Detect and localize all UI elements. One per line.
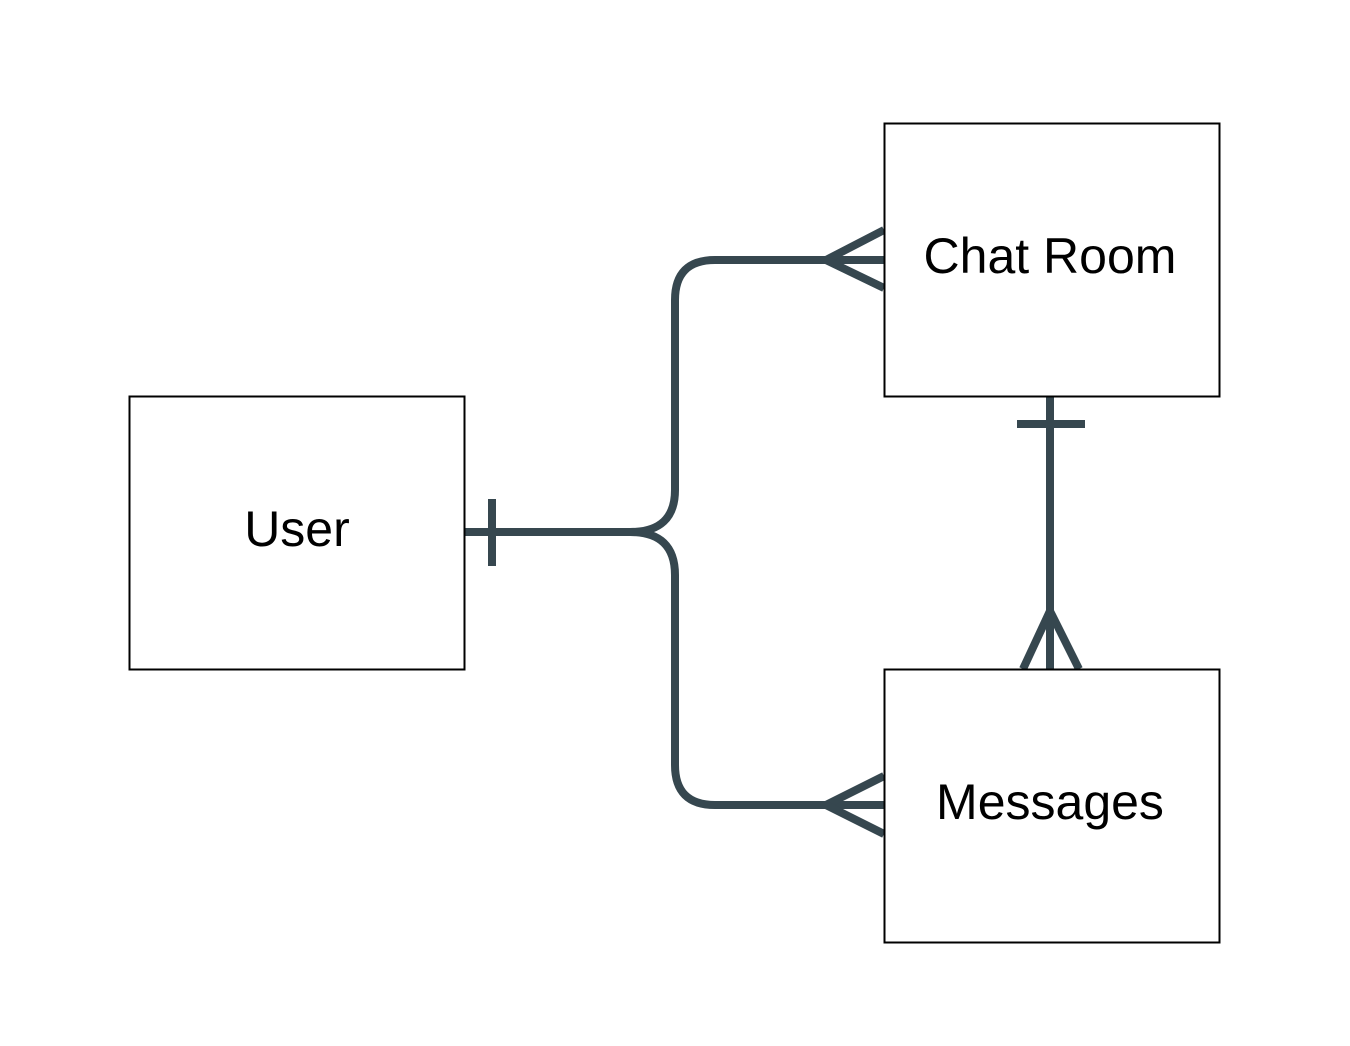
cardinality-many-chat-room-crowsfoot bbox=[824, 226, 886, 292]
connector-user-messages[interactable] bbox=[629, 528, 884, 809]
entity-chat-room[interactable]: Chat Room bbox=[883, 122, 1221, 398]
entity-user-label: User bbox=[244, 501, 350, 557]
cardinality-many-messages-top-crowsfoot bbox=[1019, 609, 1083, 671]
entity-messages[interactable]: Messages bbox=[883, 668, 1221, 944]
entity-chat-room-label: Chat Room bbox=[924, 228, 1177, 284]
entity-user[interactable]: User bbox=[128, 395, 466, 671]
connector-user-chat-room[interactable] bbox=[465, 256, 884, 536]
entity-messages-label: Messages bbox=[936, 774, 1164, 830]
cardinality-many-messages-crowsfoot bbox=[824, 772, 886, 838]
